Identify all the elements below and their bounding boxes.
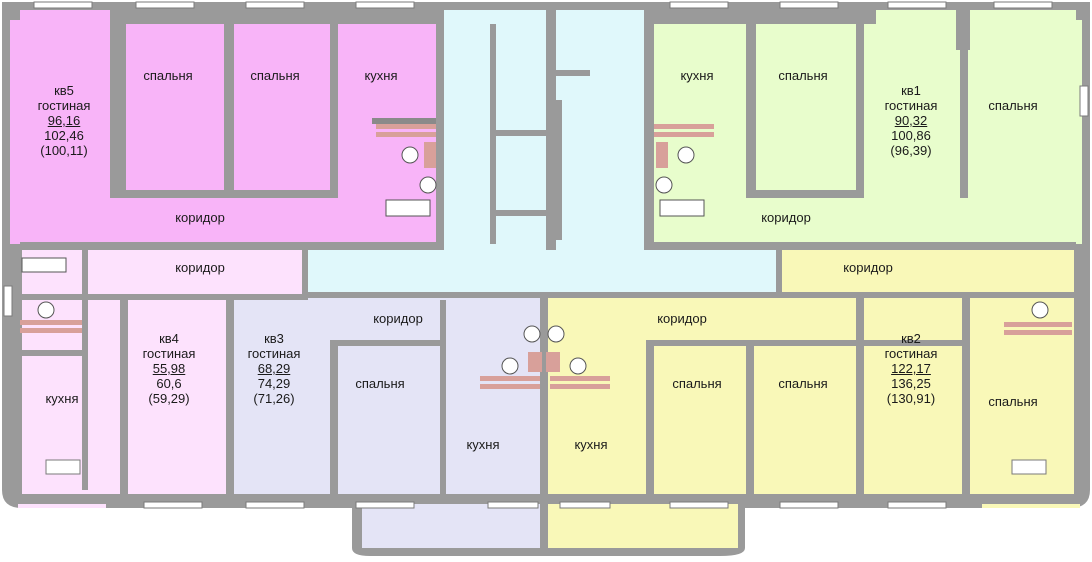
apartment-name: кв5 <box>54 83 74 98</box>
apartment-name: кв3 <box>264 331 284 346</box>
apartment-living-area: 122,17 <box>891 361 931 376</box>
apartment-kv5-label: кв5 гостиная 96,16 102,46 (100,11) <box>38 83 91 158</box>
room-label-bedroom: спальня <box>778 68 828 83</box>
apartment-alt-area: (100,11) <box>40 143 88 158</box>
room-label-kitchen: кухня <box>466 437 500 452</box>
apartment-total-area: 136,25 <box>891 376 931 391</box>
apartment-kv2-label: кв2 гостиная 122,17 136,25 (130,91) <box>885 331 938 406</box>
apartment-living-area: 90,32 <box>894 113 928 128</box>
apartment-living-area: 96,16 <box>47 113 81 128</box>
room-label-corridor: коридор <box>761 210 811 225</box>
room-label-corridor: коридор <box>175 260 225 275</box>
apartment-alt-area: (59,29) <box>148 391 190 406</box>
apartment-total-area: 74,29 <box>257 376 291 391</box>
apartment-total-area: 100,86 <box>891 128 931 143</box>
apartment-name: кв1 <box>901 83 921 98</box>
room-label-corridor: коридор <box>373 311 423 326</box>
apartment-alt-area: (96,39) <box>890 143 932 158</box>
room-label-bedroom: спальня <box>672 376 722 391</box>
apartment-kv3-label: кв3 гостиная 68,29 74,29 (71,26) <box>248 331 301 406</box>
room-label-corridor: коридор <box>843 260 893 275</box>
apartment-total-area: 102,46 <box>44 128 84 143</box>
room-label-kitchen: кухня <box>45 391 79 406</box>
apartment-room-type: гостиная <box>247 346 301 361</box>
apartment-kv1-label: кв1 гостиная 90,32 100,86 (96,39) <box>885 83 938 158</box>
apartment-name: кв2 <box>901 331 921 346</box>
apartment-kv1-area <box>652 10 1082 244</box>
windows <box>3 1 1089 509</box>
apartment-room-type: гостиная <box>884 98 938 113</box>
room-label-kitchen: кухня <box>364 68 398 83</box>
interior-walls <box>14 10 1082 548</box>
apartment-alt-area: (71,26) <box>253 391 295 406</box>
room-label-corridor: коридор <box>657 311 707 326</box>
apartment-room-type: гостиная <box>37 98 91 113</box>
apartment-kv4-label: кв4 гостиная 55,98 60,6 (59,29) <box>143 331 196 406</box>
apartment-room-type: гостиная <box>142 346 196 361</box>
room-label-kitchen: кухня <box>680 68 714 83</box>
room-label-corridor: коридор <box>175 210 225 225</box>
room-label-bedroom: спальня <box>355 376 405 391</box>
apartment-total-area: 60,6 <box>156 376 182 391</box>
room-label-bedroom: спальня <box>250 68 300 83</box>
room-label-bedroom: спальня <box>778 376 828 391</box>
room-label-bedroom: спальня <box>988 98 1038 113</box>
bathroom-fixtures <box>20 124 1072 389</box>
room-label-bedroom: спальня <box>988 394 1038 409</box>
apartment-name: кв4 <box>159 331 179 346</box>
room-label-bedroom: спальня <box>143 68 193 83</box>
apartment-kv5-area <box>10 10 438 244</box>
apartment-living-area: 55,98 <box>152 361 186 376</box>
apartment-room-type: гостиная <box>884 346 938 361</box>
apartment-living-area: 68,29 <box>257 361 291 376</box>
room-label-kitchen: кухня <box>574 437 608 452</box>
apartment-alt-area: (130,91) <box>886 391 936 406</box>
